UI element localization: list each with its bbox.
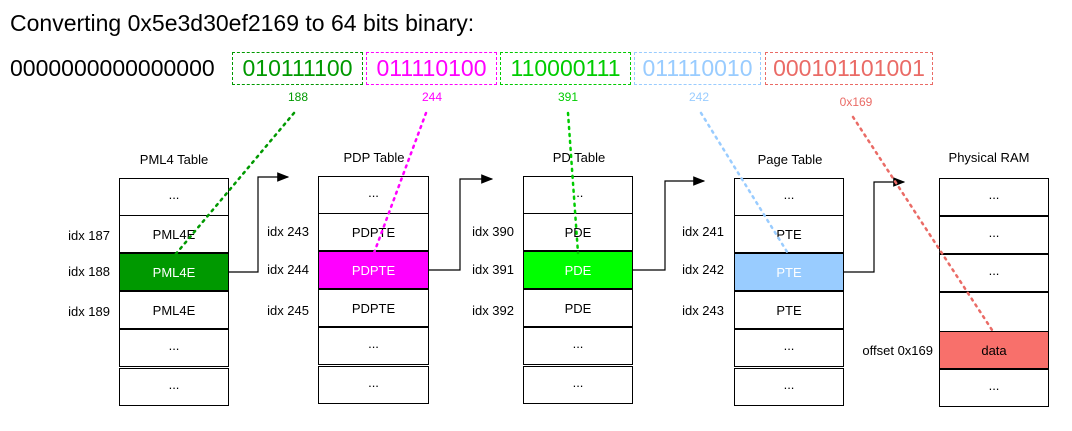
pml4-cell-top: ... [119, 178, 229, 216]
ram-data-cell: data [939, 331, 1049, 369]
pdp-idx-244: idx 244 [267, 262, 309, 277]
pml4-to-pdp-arrow [229, 172, 290, 273]
ram-cell-5: ... [939, 369, 1049, 407]
pd-table-title: PD Table [552, 150, 606, 165]
binary-segment-offset: 000101101001 [765, 52, 933, 85]
pml4-index-dotted-line [173, 111, 296, 257]
segment-value-pd: 391 [557, 90, 579, 104]
pd-idx-391: idx 391 [472, 262, 514, 277]
pdp-cell-top: ... [318, 176, 429, 214]
binary-segment-pml4: 010111100 [232, 52, 363, 85]
binary-segment-pd: 110000111 [500, 52, 631, 85]
segment-value-pdp: 244 [421, 90, 443, 104]
pdp-idx-245: idx 245 [267, 303, 309, 318]
pt-idx-242: idx 242 [682, 262, 724, 277]
pt-to-ram-arrow [844, 177, 906, 273]
pt-entry-243: PTE [734, 291, 844, 329]
pdp-entry-243: PDPTE [318, 213, 429, 251]
pd-entry-392: PDE [523, 289, 633, 327]
pt-cell-bottom-2: ... [734, 368, 844, 406]
binary-prefix: 0000000000000000 [10, 55, 215, 81]
offset-dotted-line [851, 115, 996, 335]
pd-idx-392: idx 392 [472, 303, 514, 318]
pt-cell-bottom-1: ... [734, 329, 844, 367]
segment-value-pml4: 188 [287, 90, 309, 104]
binary-segment-pt: 011110010 [634, 52, 761, 85]
pml4-cell-bottom-1: ... [119, 329, 229, 367]
physical-ram-title: Physical RAM [948, 150, 1030, 165]
pt-index-dotted-line [699, 111, 791, 257]
pml4-idx-188: idx 188 [68, 264, 110, 279]
pdp-to-pd-arrow [429, 174, 494, 271]
pt-entry-242: PTE [734, 253, 844, 291]
pml4-idx-189: idx 189 [68, 304, 110, 319]
pdp-idx-243: idx 243 [267, 224, 309, 239]
ram-cell-2: ... [939, 216, 1049, 254]
pml4-entry-188: PML4E [119, 253, 229, 291]
pd-index-dotted-line [566, 111, 580, 255]
segment-value-offset: 0x169 [839, 95, 873, 109]
pd-to-pt-arrow [633, 176, 706, 271]
pd-cell-bottom-2: ... [523, 366, 633, 404]
pdp-table-title: PDP Table [343, 150, 405, 165]
pml4-idx-187: idx 187 [68, 228, 110, 243]
ram-cell-1: ... [939, 178, 1049, 216]
pt-entry-241: PTE [734, 215, 844, 253]
pt-idx-241: idx 241 [682, 224, 724, 239]
pdp-cell-bottom-1: ... [318, 327, 429, 365]
pml4-entry-187: PML4E [119, 215, 229, 253]
ram-offset-label: offset 0x169 [862, 343, 933, 358]
pdp-entry-244: PDPTE [318, 251, 429, 289]
pd-cell-bottom-1: ... [523, 327, 633, 365]
segment-value-pt: 242 [688, 90, 710, 104]
ram-cell-3: ... [939, 254, 1049, 292]
binary-segment-pdp: 011110100 [366, 52, 497, 85]
pd-entry-391: PDE [523, 251, 633, 289]
pdp-entry-245: PDPTE [318, 289, 429, 327]
pd-idx-390: idx 390 [472, 224, 514, 239]
conversion-title: Converting 0x5e3d30ef2169 to 64 bits bin… [10, 10, 475, 36]
ram-cell-gap [939, 292, 1049, 332]
pml4-entry-189: PML4E [119, 291, 229, 329]
pml4-table-title: PML4 Table [139, 152, 209, 167]
pdp-cell-bottom-2: ... [318, 366, 429, 404]
pt-idx-243: idx 243 [682, 303, 724, 318]
pd-cell-top: ... [523, 176, 633, 214]
pml4-cell-bottom-2: ... [119, 368, 229, 406]
page-table-title: Page Table [757, 152, 823, 167]
pdp-index-dotted-line [372, 111, 428, 255]
